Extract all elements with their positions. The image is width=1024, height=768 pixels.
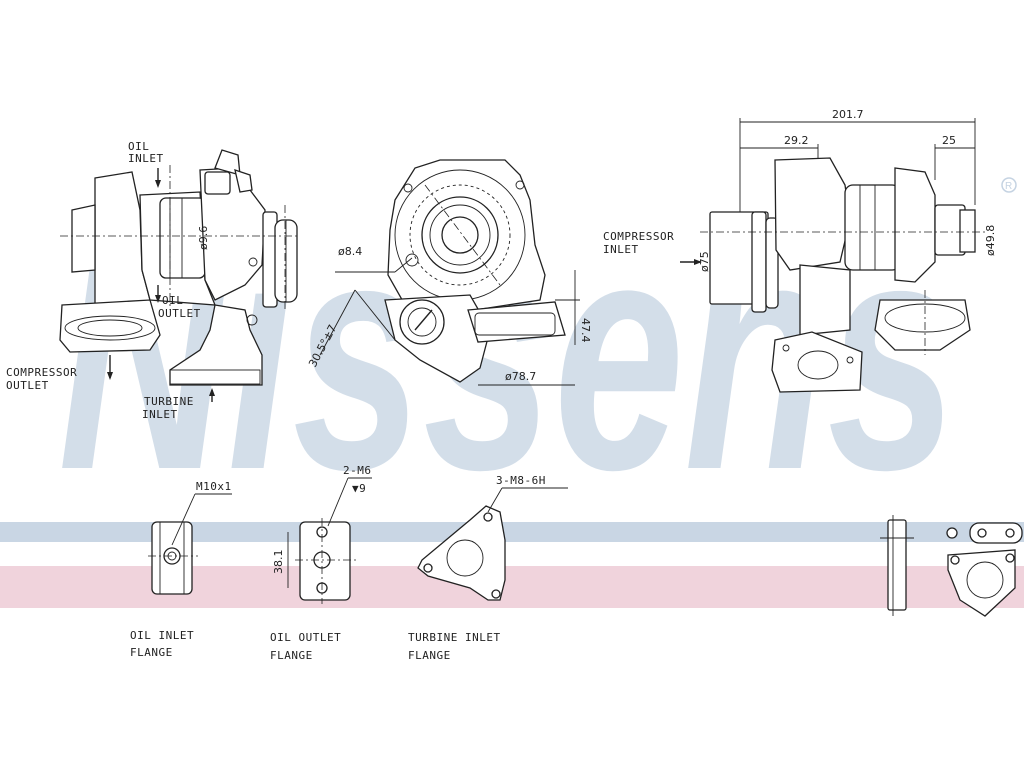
turbine-inlet-label-2: INLET <box>142 408 178 421</box>
oil-outlet-caption-2: FLANGE <box>270 649 313 662</box>
height-label: 47.4 <box>579 318 592 343</box>
turbine-thread-label: 3-M8-6H <box>496 474 546 487</box>
turbine-inlet-label-1: TURBINE <box>144 395 194 408</box>
front-view <box>59 149 300 402</box>
svg-text:R: R <box>1005 181 1012 192</box>
turbine-inlet-caption-2: FLANGE <box>408 649 451 662</box>
oil-outlet-caption-1: OIL OUTLET <box>270 631 341 644</box>
oil-inlet-caption-2: FLANGE <box>130 646 173 659</box>
oil-outlet-flange <box>287 477 372 604</box>
oil-inlet-label-1: OIL <box>128 140 149 153</box>
oil-outlet-depth-label: ▼9 <box>352 482 366 495</box>
overall-length-label: 201.7 <box>832 108 864 121</box>
left-offset-label: 29.2 <box>784 134 809 147</box>
turbine-inlet-caption-1: TURBINE INLET <box>408 631 501 644</box>
oil-outlet-label-2: OUTLET <box>158 307 201 320</box>
flange-dia-label: ø9.6 <box>197 226 210 250</box>
inlet-dia-label: ø75 <box>698 251 711 272</box>
oil-inlet-thread-label: M10x1 <box>196 480 232 493</box>
oil-inlet-caption-1: OIL INLET <box>130 629 194 642</box>
compressor-outlet-label-2: OUTLET <box>6 379 49 392</box>
right-offset-label: 25 <box>942 134 956 147</box>
oil-inlet-label-2: INLET <box>128 152 164 165</box>
compressor-inlet-label-1: COMPRESSOR <box>603 230 674 243</box>
oil-inlet-flange <box>148 493 232 595</box>
oil-outlet-label-1: OIL <box>162 294 183 307</box>
blue-band <box>0 522 1024 542</box>
outlet-dia-label: ø49.8 <box>984 225 997 256</box>
bolt-detail <box>880 515 1023 617</box>
side-view <box>680 118 985 393</box>
middle-view <box>319 159 580 386</box>
compressor-inlet-label-2: INLET <box>603 243 639 256</box>
large-dia-label: ø78.7 <box>505 370 536 383</box>
oil-outlet-thread-label: 2-M6 <box>343 464 372 477</box>
compressor-outlet-label-1: COMPRESSOR <box>6 366 77 379</box>
oil-outlet-spacing-label: 38.1 <box>272 550 285 575</box>
registered-mark: R <box>1001 177 1017 193</box>
turbine-inlet-flange <box>417 487 568 601</box>
small-dia-label: ø8.4 <box>338 245 362 258</box>
